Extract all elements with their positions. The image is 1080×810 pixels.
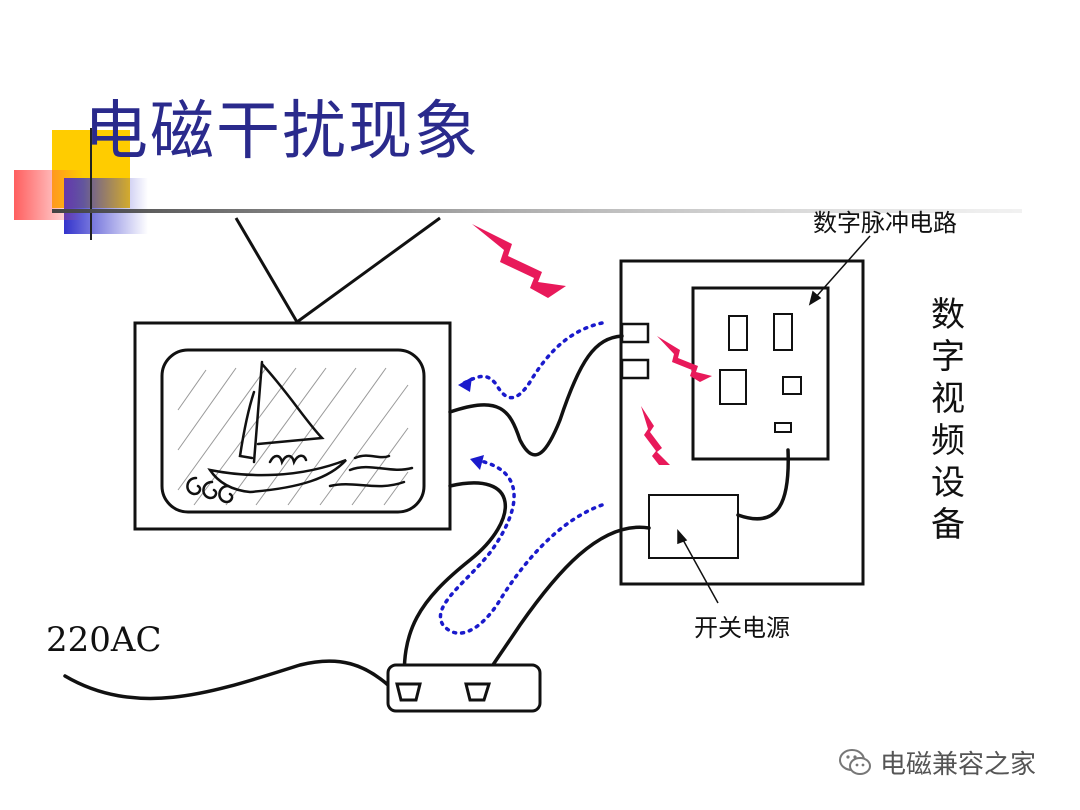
coupling-arrowheads	[458, 377, 484, 470]
label-digital-pulse-circuit: 数字脉冲电路	[813, 209, 957, 237]
label-ac-input: 220AC	[46, 620, 162, 660]
tv-screen	[160, 348, 426, 514]
tv-antenna	[234, 216, 441, 324]
power-strip	[386, 663, 542, 713]
ac-mains-cord	[63, 659, 390, 701]
page-title: 电磁干扰现象	[84, 95, 480, 169]
watermark-text: 电磁兼容之家	[880, 749, 1037, 780]
tv-power-cord	[402, 481, 507, 692]
title-decoration	[14, 128, 1022, 240]
tv-screen-picture	[177, 360, 414, 506]
switching-power-supply-box	[648, 494, 739, 559]
wechat-icon	[839, 749, 871, 775]
power-strip-plugs	[395, 682, 492, 702]
video-coupling-path	[460, 321, 604, 400]
watermark: 电磁兼容之家	[838, 745, 1037, 780]
interference-bolts	[472, 224, 712, 465]
label-leader-lines	[677, 235, 871, 604]
radiated-interference-bolt	[472, 224, 566, 298]
board-interference-bolt-1	[657, 336, 712, 382]
circuit-chips	[719, 313, 802, 433]
device-output-ports	[620, 322, 650, 380]
board-interference-bolt-2	[641, 406, 670, 465]
video-cable	[448, 334, 624, 457]
label-digital-video-device: 数字视频设备	[931, 295, 965, 545]
coupling-paths	[438, 321, 604, 635]
psu-to-board-wire	[736, 448, 790, 521]
digital-pulse-circuit-board	[691, 286, 830, 461]
power-coupling-path	[438, 458, 604, 635]
label-switching-power-supply: 开关电源	[694, 614, 790, 642]
title-underline	[52, 209, 1022, 213]
